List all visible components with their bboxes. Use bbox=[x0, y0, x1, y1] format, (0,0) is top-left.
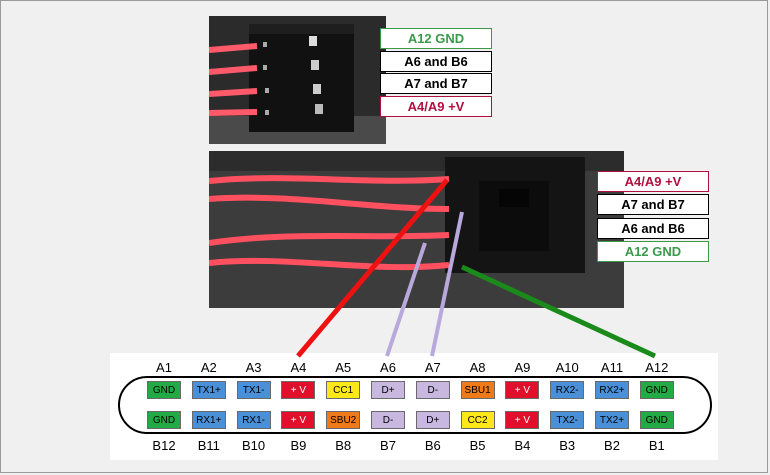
pin-number-a2: A2 bbox=[200, 360, 217, 375]
wire-label-top-4: A4/A9 +V bbox=[380, 96, 492, 117]
pin-number-b9: B9 bbox=[290, 438, 307, 453]
wire-label-top-3: A7 and B7 bbox=[380, 73, 492, 94]
pin-number-b12: B12 bbox=[152, 438, 176, 453]
pin-number-b4: B4 bbox=[514, 438, 531, 453]
pin-number-a3: A3 bbox=[245, 360, 262, 375]
pin-number-a1: A1 bbox=[156, 360, 172, 375]
red-line-a4 bbox=[296, 178, 449, 358]
pin-number-b2: B2 bbox=[604, 438, 620, 453]
usb-c-pinout-panel bbox=[110, 353, 718, 460]
cable-photo-bottom-drawing bbox=[209, 151, 624, 308]
pin-number-b8: B8 bbox=[335, 438, 352, 453]
wire-label-bottom-4: A12 GND bbox=[597, 241, 709, 262]
pin-a5: CC1 bbox=[326, 381, 361, 399]
pin-number-a5: A5 bbox=[335, 360, 352, 375]
pin-a9: + V bbox=[505, 381, 540, 399]
pin-a11: RX2+ bbox=[595, 381, 629, 399]
pin-a1: GND bbox=[147, 381, 181, 399]
pin-b6: D+ bbox=[415, 411, 450, 429]
pin-a10: RX2- bbox=[550, 381, 585, 399]
cable-photo-bottom bbox=[209, 151, 624, 308]
pin-number-b10: B10 bbox=[242, 438, 266, 453]
pin-a8: SBU1 bbox=[460, 381, 495, 399]
pin-number-a4: A4 bbox=[290, 360, 307, 375]
green-line-a12 bbox=[460, 264, 657, 359]
wire-label-bottom-3: A6 and B6 bbox=[597, 218, 709, 239]
pin-number-b6: B6 bbox=[424, 438, 441, 453]
pin-number-a9: A9 bbox=[514, 360, 531, 375]
pin-b9: + V bbox=[281, 411, 316, 429]
purple-line-a7 bbox=[430, 211, 464, 357]
pin-number-a12: A12 bbox=[645, 360, 669, 375]
pin-number-a10: A10 bbox=[555, 360, 579, 375]
pin-number-b7: B7 bbox=[380, 438, 396, 453]
pin-number-a6: A6 bbox=[380, 360, 396, 375]
pin-a3: TX1- bbox=[236, 381, 271, 399]
cable-photo-top-drawing bbox=[209, 16, 386, 144]
pin-number-a8: A8 bbox=[469, 360, 486, 375]
wire-label-bottom-1: A4/A9 +V bbox=[597, 171, 709, 192]
wire-label-top-2: A6 and B6 bbox=[380, 51, 492, 72]
pin-b11: RX1+ bbox=[191, 411, 226, 429]
pin-number-a11: A11 bbox=[600, 360, 624, 375]
wire-label-top-1: A12 GND bbox=[380, 28, 492, 49]
pin-b8: SBU2 bbox=[326, 411, 361, 429]
pin-number-b5: B5 bbox=[469, 438, 486, 453]
usb-c-connector-outline bbox=[118, 376, 712, 434]
cable-photo-top bbox=[209, 16, 386, 144]
pin-a7: D- bbox=[415, 381, 450, 399]
pin-number-a7: A7 bbox=[424, 360, 441, 375]
pin-b4: + V bbox=[505, 411, 540, 429]
pin-b12: GND bbox=[147, 411, 181, 429]
wire-label-bottom-2: A7 and B7 bbox=[597, 194, 709, 215]
pin-b7: D- bbox=[371, 411, 405, 429]
pin-b1: GND bbox=[639, 411, 674, 429]
pin-a6: D+ bbox=[371, 381, 405, 399]
pin-a2: TX1+ bbox=[191, 381, 226, 399]
pin-b10: RX1- bbox=[236, 411, 271, 429]
pin-b3: TX2- bbox=[550, 411, 585, 429]
pin-number-b11: B11 bbox=[197, 438, 220, 453]
pin-number-b3: B3 bbox=[559, 438, 576, 453]
pin-b2: TX2+ bbox=[595, 411, 629, 429]
pin-a4: + V bbox=[281, 381, 316, 399]
pin-a12: GND bbox=[639, 381, 674, 399]
pin-number-b1: B1 bbox=[648, 438, 665, 453]
pin-b5: CC2 bbox=[460, 411, 495, 429]
purple-line-a6 bbox=[385, 242, 427, 357]
